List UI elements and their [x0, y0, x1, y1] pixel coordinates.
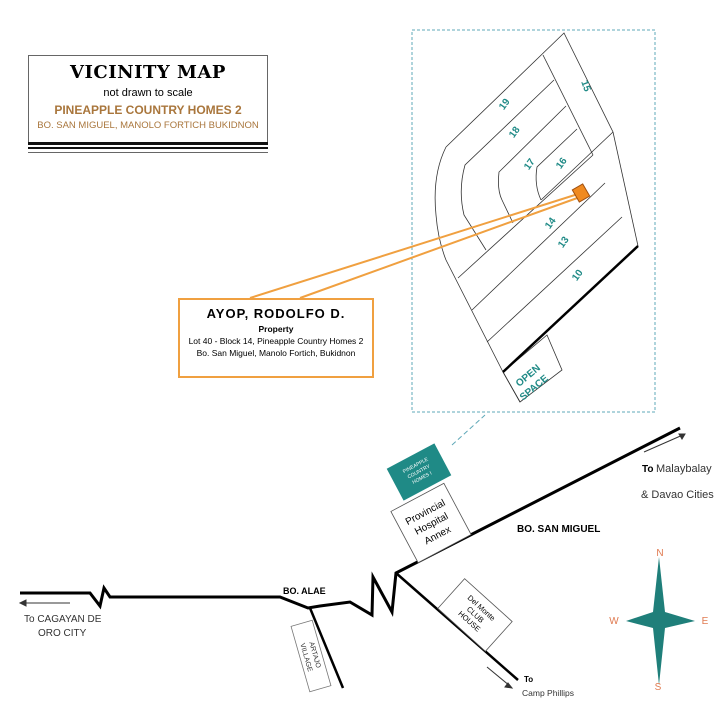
cagayan-label: ORO CITY: [38, 628, 87, 639]
map-element: [390, 482, 472, 564]
map-element: [460, 79, 555, 251]
camp-phillips-label: Camp Phillips: [522, 688, 574, 698]
block-13-label: 13: [556, 234, 572, 250]
artajo-village-box: ARTAJO VILLAGE: [290, 619, 332, 693]
map-element: [20, 426, 681, 618]
inset-frame: [411, 29, 656, 413]
map-element: [18, 599, 27, 607]
property-marker: [571, 183, 591, 203]
pineapple-country-homes-1-box: PINEAPPLE COUNTRY HOMES I: [386, 443, 452, 501]
map-element: [445, 32, 639, 247]
divider: [28, 147, 268, 149]
arrow-camp-phillips: [486, 666, 511, 687]
to-label: To: [524, 675, 533, 684]
map-element: [395, 572, 519, 681]
malaybalay-label: Malaybalay: [656, 463, 712, 475]
del-monte-club-house-box: Del Monte CLUB HOUSE: [437, 578, 513, 652]
pointer-line: [249, 193, 579, 299]
subdivision-name: PINEAPPLE COUNTRY HOMES 2: [54, 103, 242, 117]
map-element: BO. SAN MIGUEL BO. ALAE To Malaybalay & …: [24, 463, 714, 698]
subdivision-plan: [434, 32, 639, 403]
map-element: [486, 216, 623, 343]
inset-pointer: [451, 414, 486, 446]
arrow-malaybalay: [643, 433, 686, 453]
map-element: [308, 607, 345, 689]
map-title: VICINITY MAP: [70, 62, 226, 83]
divider: [28, 142, 268, 145]
title-box: VICINITY MAP not drawn to scale PINEAPPL…: [28, 55, 268, 153]
map-element: [535, 128, 578, 201]
compass-star-icon: [626, 557, 695, 685]
map-element: [290, 619, 332, 693]
block-17-label: 17: [522, 156, 538, 172]
compass-east: E: [702, 616, 709, 627]
map-element: [498, 105, 567, 224]
davao-label: & Davao Cities: [641, 489, 714, 501]
map-element: [471, 182, 606, 311]
map-element: [502, 371, 521, 403]
bo-san-miguel-label: BO. SAN MIGUEL: [517, 524, 600, 535]
map-element: [542, 54, 594, 156]
map-element: N S E W: [609, 548, 708, 693]
to-label: To: [642, 464, 653, 475]
map-element: [504, 682, 514, 689]
compass-west: W: [609, 616, 619, 627]
compass-rose: N S E W: [609, 548, 708, 693]
block-10-label: 10: [570, 267, 586, 283]
map-element: [386, 443, 452, 501]
scale-note: not drawn to scale: [103, 87, 193, 99]
block-18-label: 18: [507, 124, 523, 140]
property-type: Property: [258, 324, 294, 334]
bo-alae-label: BO. ALAE: [283, 586, 326, 596]
provincial-hospital-annex-box: Provincial Hospital Annex: [390, 482, 472, 564]
pointer-line: [299, 196, 581, 299]
roads: [20, 426, 681, 689]
location-text: BO. SAN MIGUEL, MANOLO FORTICH BUKIDNON: [37, 120, 259, 131]
block-15-label: 15: [578, 79, 592, 94]
map-element: [540, 131, 614, 201]
compass-north: N: [656, 548, 663, 559]
subdivision-road: [502, 245, 639, 373]
lot-description: Lot 40 - Block 14, Pineapple Country Hom…: [188, 336, 364, 346]
map-element: 19 18 17 16 15 14 13 10 OPEN SPACE: [497, 79, 592, 403]
owner-name: AYOP, RODOLFO D.: [206, 306, 346, 321]
block-16-label: 16: [554, 155, 570, 171]
map-element: [678, 433, 686, 440]
map-element: [18, 433, 686, 689]
property-owner-callout: AYOP, RODOLFO D. Property Lot 40 - Block…: [178, 298, 374, 378]
map-element: [437, 578, 513, 652]
map-element: [434, 146, 504, 373]
compass-south: S: [655, 682, 662, 693]
block-19-label: 19: [497, 96, 513, 112]
cagayan-label: To CAGAYAN DE: [24, 614, 102, 625]
owner-address: Bo. San Miguel, Manolo Fortich, Bukidnon: [196, 348, 356, 358]
divider: [28, 152, 268, 153]
